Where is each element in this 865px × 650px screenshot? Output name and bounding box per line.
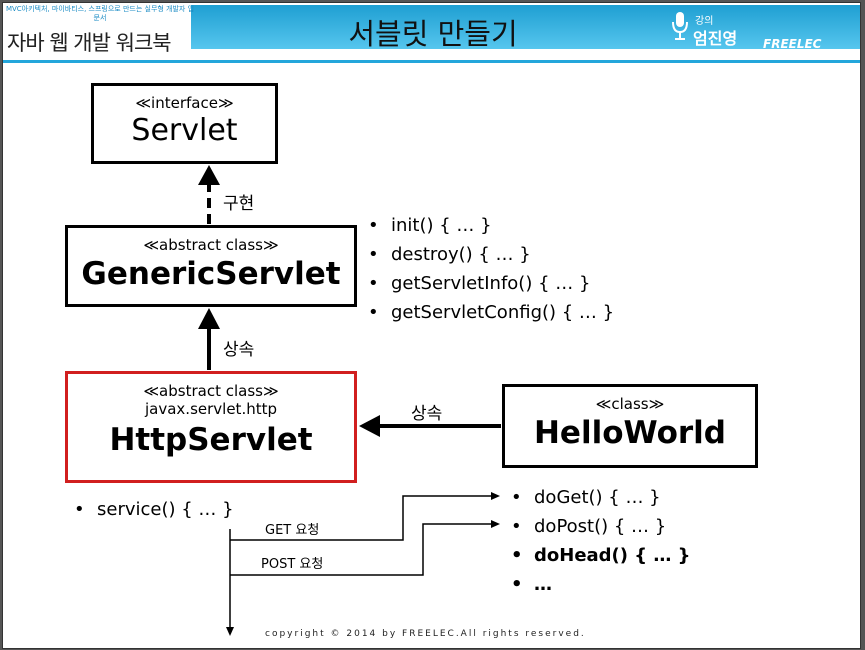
http-servlet-box: ≪abstract class≫ javax.servlet.http Http…: [65, 371, 357, 483]
header-underline: [3, 60, 860, 63]
copyright-footer: copyright © 2014 by FREELEC.All rights r…: [265, 629, 586, 639]
http-name: HttpServlet: [109, 422, 313, 458]
microphone-icon: [672, 12, 688, 40]
generic-methods-list: •init() { … } •destroy() { … } •getServl…: [365, 211, 614, 327]
publisher-brand: FREELEC: [763, 37, 822, 51]
extends-arrow-hello: [359, 415, 501, 437]
book-title: 자바 웹 개발 워크북: [7, 31, 172, 55]
servlet-name: Servlet: [131, 113, 238, 148]
get-request-label: GET 요청: [265, 523, 320, 538]
lecturer-name: 엄진영: [693, 29, 738, 48]
servlet-stereotype: ≪interface≫: [135, 94, 234, 112]
list-item: •doGet() { … }: [511, 487, 661, 508]
implements-arrow: [198, 165, 220, 224]
service-method-list: •service() { … }: [71, 495, 234, 524]
list-item: •doHead() { … }: [511, 545, 691, 566]
slide-title: 서블릿 만들기: [348, 17, 518, 51]
diagram-connectors: [198, 165, 501, 636]
extends-label-hello: 상속: [411, 404, 443, 424]
http-methods-list: •doGet() { … } •doPost() { … } •doHead()…: [508, 483, 690, 599]
list-item: •destroy() { … }: [368, 244, 531, 265]
generic-name: GenericServlet: [81, 256, 341, 292]
service-dispatch-lines: [226, 492, 500, 636]
service-method: •service() { … }: [74, 499, 234, 520]
slide-header: MVC아키텍처, 마이바티스, 스프링으로 만드는 실무형 개발자 입문서 자바…: [3, 3, 860, 63]
hello-name: HelloWorld: [533, 415, 726, 451]
list-item: •…: [511, 574, 552, 595]
implements-label: 구현: [223, 194, 255, 214]
list-item: •getServletConfig() { … }: [368, 302, 615, 323]
extends-label-generic: 상속: [223, 340, 255, 360]
lecture-label: 강의: [695, 16, 714, 27]
hello-world-box: ≪class≫ HelloWorld: [502, 384, 758, 468]
post-request-label: POST 요청: [261, 557, 324, 572]
list-item: •getServletInfo() { … }: [368, 273, 591, 294]
generic-servlet-box: ≪abstract class≫ GenericServlet: [65, 225, 357, 307]
http-stereotype: ≪abstract class≫: [143, 382, 279, 400]
header-band: [191, 5, 860, 49]
hello-stereotype: ≪class≫: [595, 395, 665, 413]
http-package: javax.servlet.http: [145, 400, 277, 418]
book-tagline: MVC아키텍처, 마이바티스, 스프링으로 만드는 실무형 개발자 입문서: [5, 5, 195, 22]
extends-arrow-generic: [198, 308, 220, 370]
servlet-interface-box: ≪interface≫ Servlet: [91, 83, 278, 164]
list-item: •init() { … }: [368, 215, 492, 236]
generic-stereotype: ≪abstract class≫: [143, 236, 279, 254]
list-item: •doPost() { … }: [511, 516, 667, 537]
